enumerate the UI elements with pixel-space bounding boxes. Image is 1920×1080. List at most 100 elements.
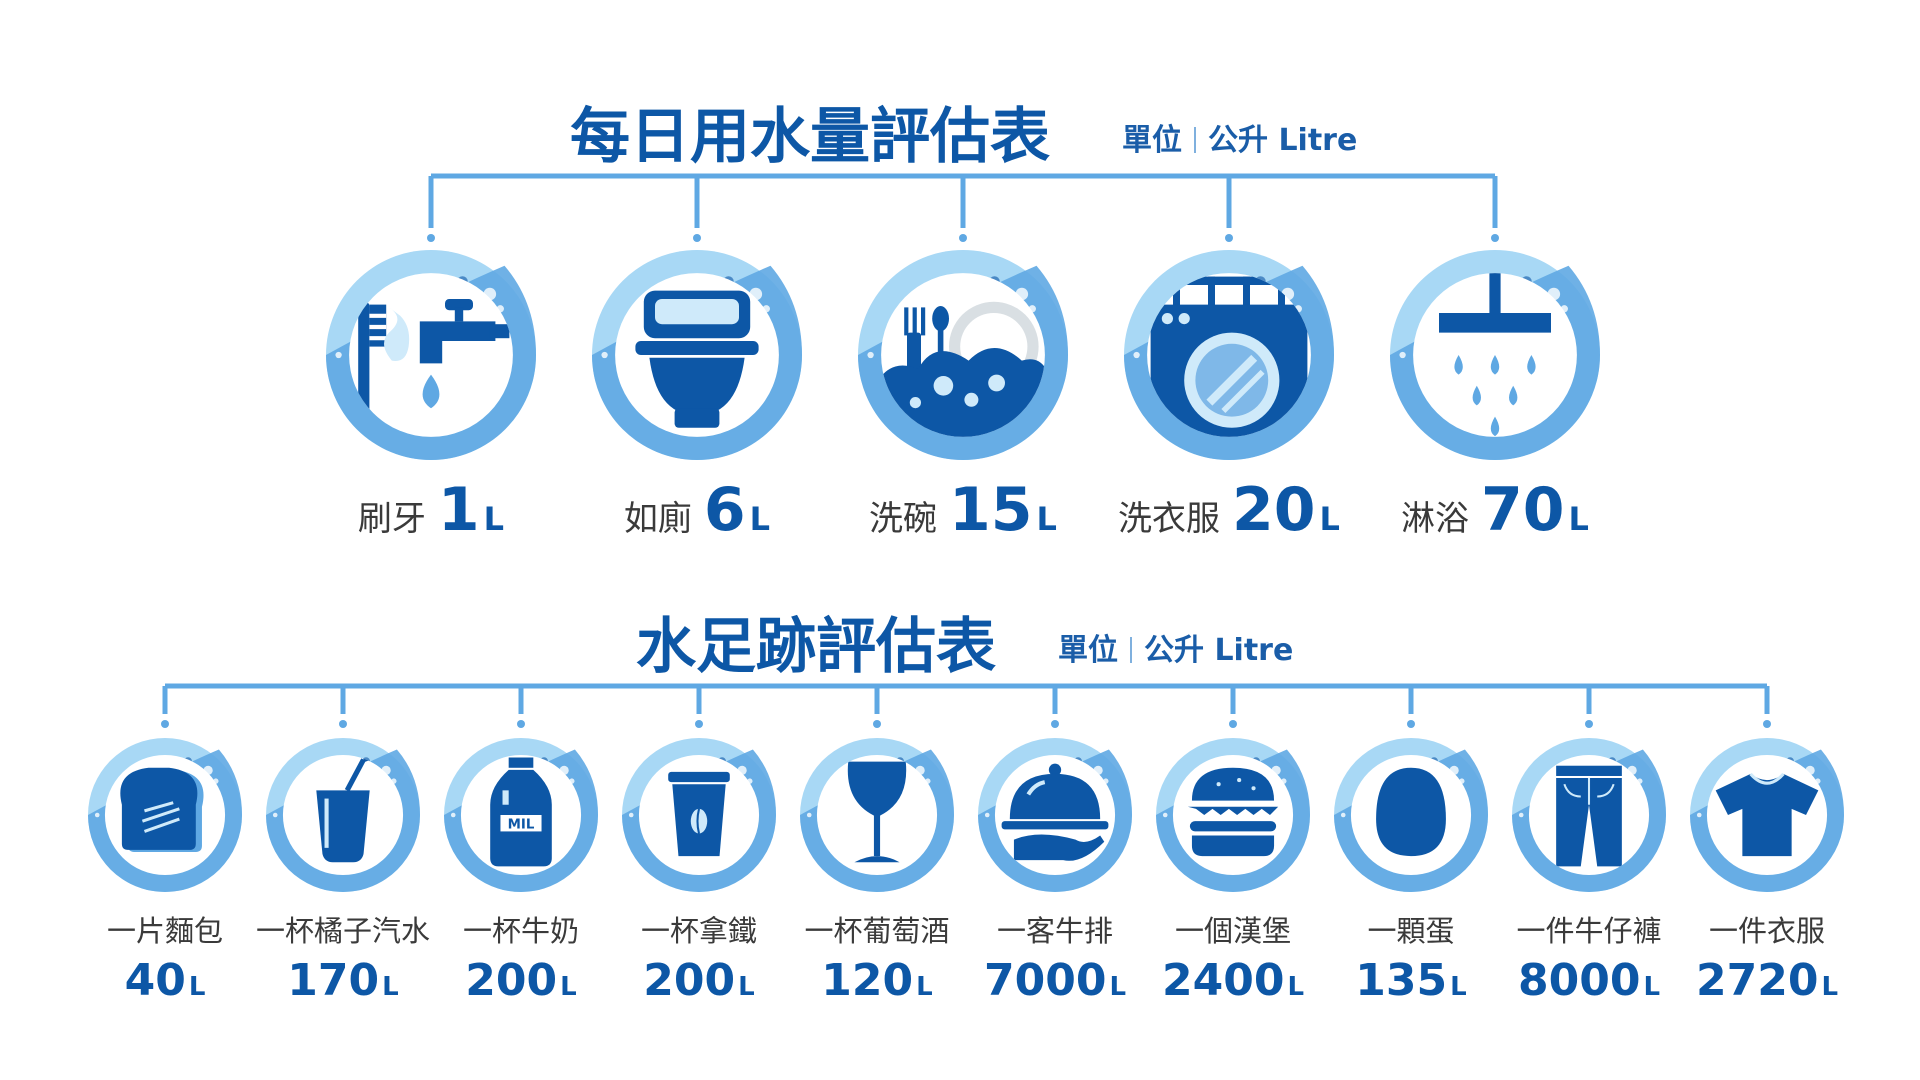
cloche-icon <box>978 738 1132 892</box>
footprint-item-name: 一個漢堡 <box>1174 914 1291 948</box>
icon-ring <box>1156 738 1310 892</box>
unit-divider <box>1194 127 1196 153</box>
shower-icon <box>1390 250 1600 460</box>
connector-dot <box>1229 720 1237 728</box>
footprint-item-name: 一杯葡萄酒 <box>804 914 950 948</box>
toothbrush-faucet-icon <box>326 250 536 460</box>
footprint-item-unit: L <box>1643 972 1661 1002</box>
connector-dot <box>693 234 701 242</box>
daily-item-unit: L <box>749 500 771 538</box>
footprint-item-unit: L <box>1821 972 1839 1002</box>
tshirt-icon <box>1690 738 1844 892</box>
icon-ring <box>1334 738 1488 892</box>
icon-ring <box>326 250 536 460</box>
daily-item-name: 淋浴 <box>1401 499 1470 539</box>
svg-text:MIL: MIL <box>508 817 535 832</box>
footprint-item-number: 120 <box>821 955 914 1006</box>
unit-divider <box>1130 637 1132 663</box>
footprint-item-name: 一杯拿鐵 <box>640 914 757 948</box>
daily-item-value: 70 <box>1481 475 1565 545</box>
footprint-item-unit: L <box>1287 972 1305 1002</box>
footprint-item-unit: L <box>738 972 755 1002</box>
daily-item-name: 如廁 <box>623 499 692 539</box>
footprint-item-number: 40 <box>124 955 186 1006</box>
footprint-connector <box>161 683 1771 728</box>
footprint-item-number: 200 <box>465 955 558 1006</box>
icon-ring <box>88 738 242 892</box>
daily-connector <box>427 173 1499 242</box>
footprint-item-number: 7000 <box>983 955 1107 1006</box>
footprint-item-unit: L <box>1109 972 1127 1002</box>
washing-machine-icon <box>1124 250 1334 460</box>
daily-item-unit: L <box>1568 500 1589 538</box>
jeans-icon <box>1512 738 1666 892</box>
dishwashing-icon <box>858 250 1068 460</box>
footprint-item-unit: L <box>916 972 933 1002</box>
icon-ring <box>1124 250 1334 460</box>
footprint-item-name: 一客牛排 <box>996 914 1113 948</box>
footprint-item-number: 2720 <box>1695 955 1819 1006</box>
egg-icon <box>1334 738 1488 892</box>
icon-ring <box>1512 738 1666 892</box>
daily-item-value: 20 <box>1232 475 1316 545</box>
footprint-item-name: 一杯橘子汽水 <box>255 914 430 948</box>
footprint-item-number: 8000 <box>1517 955 1641 1006</box>
icon-ring <box>978 738 1132 892</box>
daily-item-unit: L <box>483 500 505 538</box>
icon-ring <box>592 250 802 460</box>
daily-unit-label: 單位公升 Litre <box>1122 115 1357 159</box>
coffee-cup-icon <box>622 738 776 892</box>
daily-unit-value: 公升 Litre <box>1208 123 1358 158</box>
daily-item-value: 15 <box>949 475 1033 545</box>
footprint-item-name: 一杯牛奶 <box>462 914 579 948</box>
connector-dot <box>695 720 703 728</box>
icon-ring <box>622 738 776 892</box>
footprint-unit-label-text: 單位 <box>1058 633 1118 668</box>
connector-dot <box>959 234 967 242</box>
daily-item-name: 洗碗 <box>869 499 938 539</box>
footprint-item-number: 200 <box>643 955 736 1006</box>
icon-ring <box>1390 250 1600 460</box>
footprint-title: 水足跡評估表 <box>636 612 996 682</box>
connector-dot <box>1585 720 1593 728</box>
icon-ring <box>266 738 420 892</box>
daily-unit-label-text: 單位 <box>1122 123 1182 158</box>
footprint-item-number: 2400 <box>1161 955 1285 1006</box>
daily-item-value: 6 <box>703 475 746 545</box>
connector-dot <box>873 720 881 728</box>
footprint-item-unit: L <box>382 972 399 1002</box>
milk-bottle-icon: MIL <box>444 738 598 892</box>
footprint-item-number: 170 <box>287 955 380 1006</box>
daily-item-name: 刷牙 <box>357 499 426 539</box>
daily-item-value: 1 <box>437 475 480 545</box>
footprint-item-name: 一件牛仔褲 <box>1516 914 1662 948</box>
footprint-item-name: 一顆蛋 <box>1367 914 1455 948</box>
soda-cup-icon <box>266 738 420 892</box>
connector-dot <box>1225 234 1233 242</box>
icon-ring <box>1690 738 1844 892</box>
daily-water-title: 每日用水量評估表 <box>570 102 1050 172</box>
icon-ring: MIL <box>444 738 598 892</box>
icon-ring <box>858 250 1068 460</box>
wine-glass-icon <box>800 738 954 892</box>
footprint-unit-value: 公升 Litre <box>1144 633 1294 668</box>
daily-item-unit: L <box>1036 500 1057 538</box>
daily-item-unit: L <box>1319 500 1340 538</box>
connector-dot <box>1051 720 1059 728</box>
connector-dot <box>517 720 525 728</box>
